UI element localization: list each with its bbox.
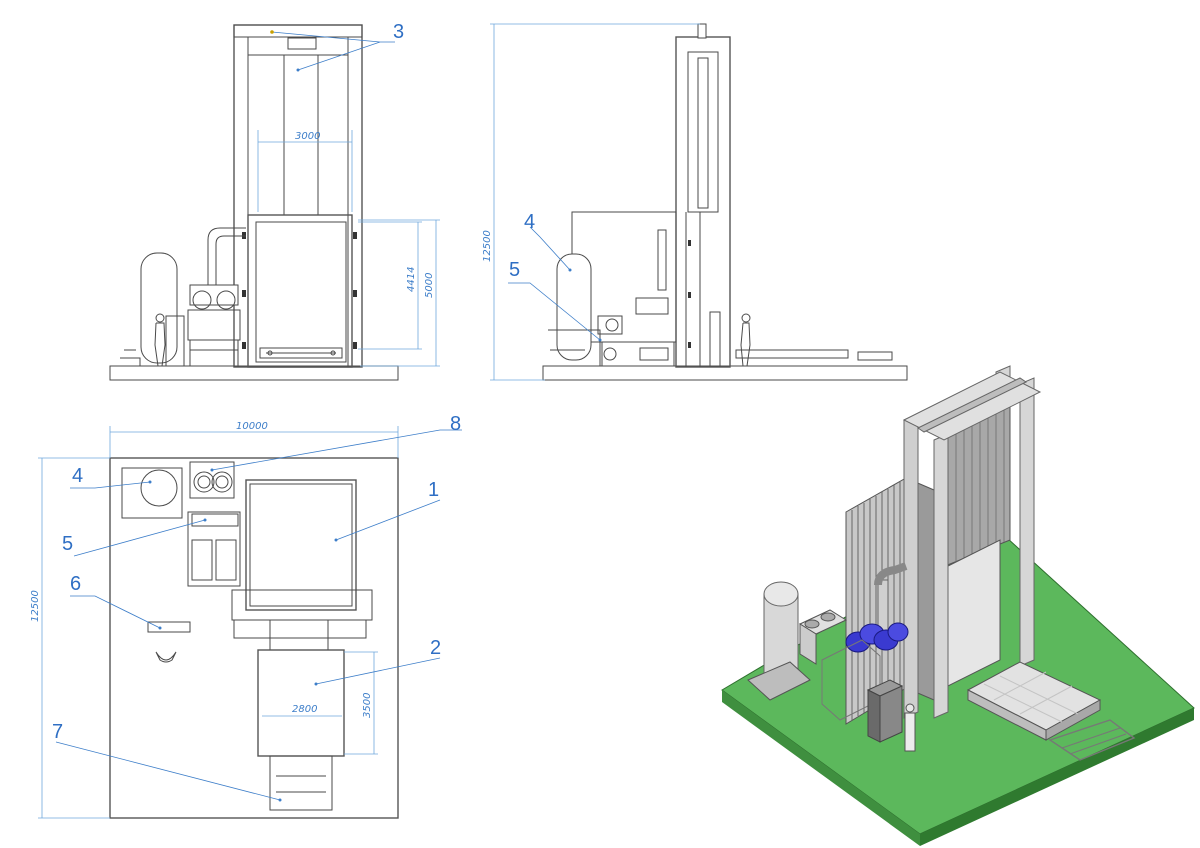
callout-6: 6: [70, 573, 81, 595]
callout-5-side: 5: [509, 259, 520, 281]
front-view: 3000 4414 5000 3: [109, 21, 440, 381]
callout-8: 8: [450, 413, 461, 435]
isometric-view: [721, 365, 1195, 846]
dim-2800: 2800: [292, 704, 317, 715]
callout-3: 3: [393, 21, 404, 43]
callout-4-plan: 4: [72, 465, 83, 487]
callout-1: 1: [428, 479, 439, 501]
dim-5000: 5000: [424, 273, 435, 298]
callout-2: 2: [430, 637, 441, 659]
dim-12500-side: 12500: [482, 230, 493, 262]
dim-12500-plan: 12500: [30, 590, 41, 622]
side-view: 12500 4 5: [482, 23, 908, 381]
dim-10000: 10000: [236, 421, 268, 432]
callout-7: 7: [52, 721, 63, 743]
callout-5-plan: 5: [62, 533, 73, 555]
dim-3000: 3000: [295, 131, 320, 142]
dim-3500: 3500: [362, 693, 373, 718]
plan-view: 10000 12500 2800 3500 8 4 1 5 6 2 7: [30, 413, 462, 819]
dim-4414: 4414: [406, 267, 417, 292]
callout-4-side: 4: [524, 211, 535, 233]
